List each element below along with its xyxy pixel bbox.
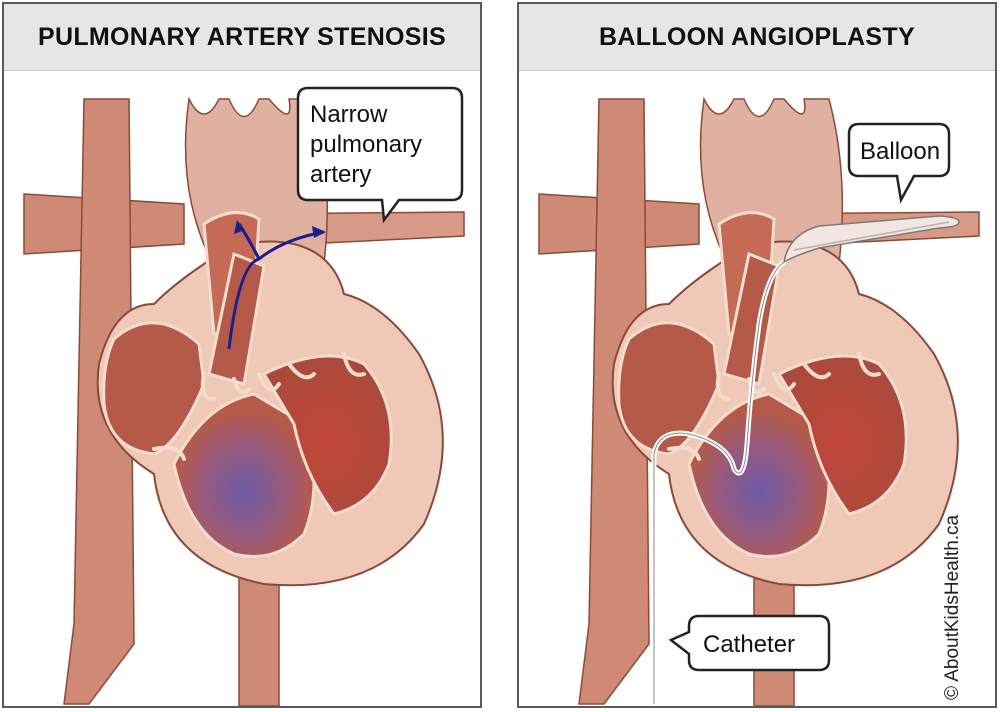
panel-pulmonary-artery-stenosis: PULMONARY ARTERY STENOSIS [2,2,482,708]
valve-tissue-lower [152,445,186,461]
pulmonary-artery-tube [207,251,266,386]
left-ventricle [172,392,316,558]
valve-tissue [200,352,366,401]
valve-tissue-lower [667,445,701,461]
right-ventricle [776,354,908,516]
blood-flow-arrow-head-right [312,226,326,238]
panel-title: PULMONARY ARTERY STENOSIS [37,22,446,51]
right-atrium [617,321,721,456]
right-ventricle [261,354,393,516]
heart-illustration-stenosis: Narrow pulmonary artery [23,86,465,706]
callout-line-1: Narrow [310,101,388,128]
balloon [782,215,960,264]
callout-balloon: Balloon [847,122,951,204]
callout-line-3: artery [310,161,371,188]
callout-catheter: Catheter [668,614,831,672]
left-ventricle [687,392,831,558]
catheter-outline [653,261,785,705]
blood-flow-arrow-head-up [234,220,245,234]
heart-illustration-angioplasty: Balloon Catheter [538,96,980,706]
copyright-text: © AboutKidsHealth.ca [942,514,963,700]
panel-balloon-angioplasty: BALLOON ANGIOPLASTY Balloon Cathet [517,2,997,708]
catheter-label: Catheter [703,631,795,658]
panel-header: PULMONARY ARTERY STENOSIS [4,4,480,71]
callout-line-2: pulmonary [310,131,422,158]
balloon-label: Balloon [860,138,940,165]
panel-title: BALLOON ANGIOPLASTY [599,22,915,51]
callout-narrow-pulmonary-artery: Narrow pulmonary artery [296,86,464,224]
panel-header: BALLOON ANGIOPLASTY [519,4,995,71]
valve-tissue [715,352,881,401]
right-atrium [102,321,206,456]
